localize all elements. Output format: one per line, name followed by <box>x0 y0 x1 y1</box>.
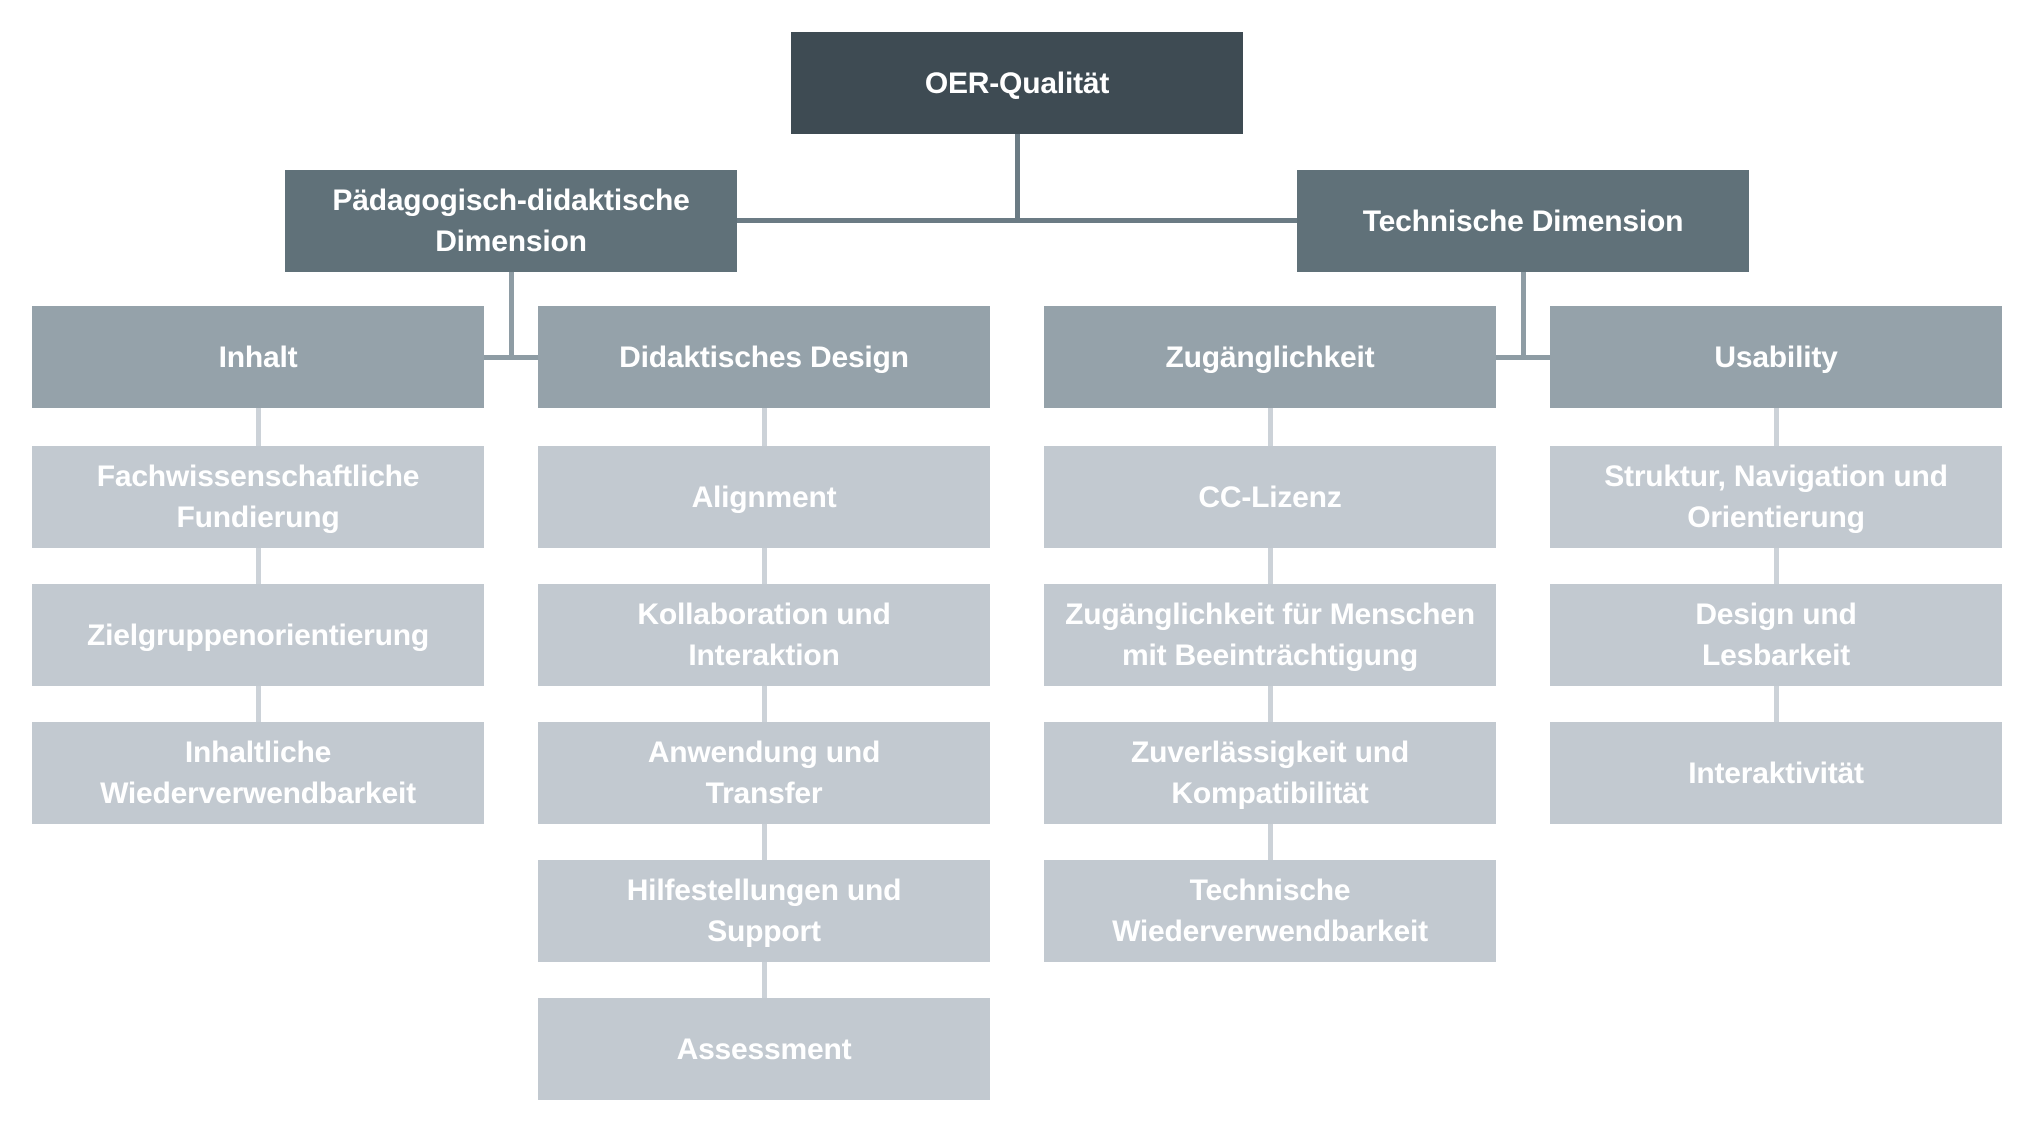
item-box-hilfestellungen-und-support: Hilfestellungen und Support <box>538 860 990 962</box>
item-box-cc-lizenz: CC-Lizenz <box>1044 446 1496 548</box>
connector-paedagogisch-bridge <box>484 355 538 360</box>
item-box-zuverlaessigkeit-und-kompatibilitaet: Zuverlässigkeit und Kompatibilität <box>1044 722 1496 824</box>
connector-col3-link-3 <box>1268 686 1273 722</box>
item-box-inhaltliche-wiederverwendbarkeit: Inhaltliche Wiederverwendbarkeit <box>32 722 484 824</box>
connector-col2-link-3 <box>762 686 767 722</box>
connector-col1-link-2 <box>256 548 261 584</box>
category-box-zugaenglichkeit: Zugänglichkeit <box>1044 306 1496 408</box>
item-box-alignment: Alignment <box>538 446 990 548</box>
item-box-zugaenglichkeit-fuer-menschen: Zugänglichkeit für Menschen mit Beeinträ… <box>1044 584 1496 686</box>
item-box-design-und-lesbarkeit: Design und Lesbarkeit <box>1550 584 2002 686</box>
dimension-box-paedagogisch-didaktische: Pädagogisch-didaktische Dimension <box>285 170 737 272</box>
connector-col1-link-1 <box>256 408 261 446</box>
category-box-inhalt: Inhalt <box>32 306 484 408</box>
connector-col3-link-1 <box>1268 408 1273 446</box>
item-box-struktur-navigation-orientierung: Struktur, Navigation und Orientierung <box>1550 446 2002 548</box>
item-box-interaktivitaet: Interaktivität <box>1550 722 2002 824</box>
connector-col2-link-5 <box>762 962 767 998</box>
connector-col2-link-1 <box>762 408 767 446</box>
connector-col4-link-3 <box>1774 686 1779 722</box>
item-box-kollaboration-und-interaktion: Kollaboration und Interaktion <box>538 584 990 686</box>
dimension-box-technische: Technische Dimension <box>1297 170 1749 272</box>
connector-root-drop <box>1015 134 1020 222</box>
connector-col1-link-3 <box>256 686 261 722</box>
connector-technische-drop <box>1521 272 1526 358</box>
item-box-zielgruppenorientierung: Zielgruppenorientierung <box>32 584 484 686</box>
connector-technische-bridge <box>1496 355 1550 360</box>
item-box-technische-wiederverwendbarkeit: Technische Wiederverwendbarkeit <box>1044 860 1496 962</box>
connector-col4-link-2 <box>1774 548 1779 584</box>
connector-col4-link-1 <box>1774 408 1779 446</box>
category-box-usability: Usability <box>1550 306 2002 408</box>
connector-col2-link-4 <box>762 824 767 860</box>
connector-col3-link-4 <box>1268 824 1273 860</box>
category-box-didaktisches-design: Didaktisches Design <box>538 306 990 408</box>
root-box-oer-qualitaet: OER-Qualität <box>791 32 1243 134</box>
item-box-assessment: Assessment <box>538 998 990 1100</box>
item-box-anwendung-und-transfer: Anwendung und Transfer <box>538 722 990 824</box>
connector-col3-link-2 <box>1268 548 1273 584</box>
item-box-fachwissenschaftliche-fundierung: Fachwissenschaftliche Fundierung <box>32 446 484 548</box>
connector-paedagogisch-drop <box>509 272 514 358</box>
connector-dimensions-horizontal <box>737 218 1297 223</box>
connector-col2-link-2 <box>762 548 767 584</box>
